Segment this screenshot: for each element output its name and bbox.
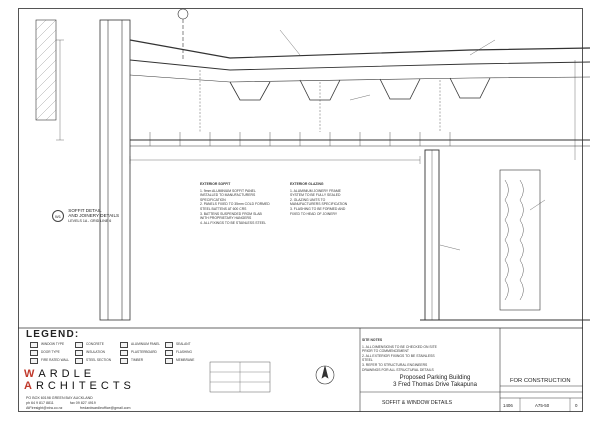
soffit-note-2: 2. PANELS FIXED TO 35mm COLD FORMED STEE…	[200, 202, 270, 211]
firm-initial-w: W	[24, 368, 39, 380]
legend-symbol	[120, 358, 128, 364]
legend-item: WINDOW TYPE	[30, 342, 64, 348]
legend-symbol	[75, 342, 83, 348]
legend-label: FLASHING	[176, 350, 192, 354]
soffit-detail-title: W1 SOFFIT DETAIL AND JOINERY DETAILS LEV…	[52, 208, 119, 224]
site-note-3: 3. REFER TO STRUCTURAL ENGINEERS DRAWING…	[362, 362, 434, 372]
detail-title-line3: LEVELS 1A - GRID LINE 6	[68, 218, 112, 223]
legend-item: FLASHING	[165, 350, 192, 356]
legend-label: WINDOW TYPE	[41, 342, 65, 346]
firm-name-rest: ARDLE	[38, 368, 96, 380]
legend-symbol	[165, 358, 173, 364]
legend-label: INSULATION	[86, 350, 105, 354]
glazing-note-1: 1. ALUMINIUM JOINERY FRAME SYSTEM TO BE …	[290, 188, 341, 198]
firm-address: PO BOX 60198 GREEN BAY AUCKLAND	[26, 396, 93, 400]
soffit-notes: EXTERIOR SOFFIT 1. 9mm ALUMINIUM SOFFIT …	[200, 182, 270, 225]
firm-phone: ph 64 9 817 8811	[26, 401, 54, 405]
legend-symbol	[120, 350, 128, 356]
legend-label: CONCRETE	[86, 342, 104, 346]
job-number: 1406	[503, 403, 513, 408]
sheet-title: SOFFIT & WINDOW DETAILS	[382, 400, 453, 406]
legend-item: CONCRETE	[75, 342, 104, 348]
firm-name-line2: ARCHITECTS	[24, 380, 135, 392]
legend-label: SEALANT	[176, 342, 191, 346]
project-line2: 3 Fred Thomas Drive Takapuna	[393, 382, 477, 388]
detail-title-line2: AND JOINERY DETAILS	[68, 213, 120, 219]
legend-label: TIMBER	[131, 358, 144, 362]
detail-marker: W1	[52, 210, 64, 223]
soffit-note-4: 4. ALL FIXINGS TO BE STAINLESS STEEL	[200, 220, 267, 225]
legend-item: SEALANT	[165, 342, 191, 348]
firm-email: AtFiresight@xtra.co.nz	[26, 406, 63, 410]
legend-label: STEEL SECTION	[86, 358, 112, 362]
legend-title: LEGEND:	[26, 329, 80, 340]
legend-item: DOOR TYPE	[30, 350, 60, 356]
legend-item: INSULATION	[75, 350, 105, 356]
legend-label: DOOR TYPE	[41, 350, 60, 354]
firm-email-2: fredardwardleoffice@gmail.com	[80, 406, 131, 410]
project-title: Proposed Parking Building 3 Fred Thomas …	[380, 375, 490, 389]
glazing-notes-heading: EXTERIOR GLAZING	[290, 182, 324, 186]
legend-symbol	[165, 342, 173, 348]
sheet-border	[18, 8, 583, 412]
glazing-note-2: 2. GLAZING UNITS TO MANUFACTURERS SPECIF…	[290, 197, 348, 207]
sheet-number: A75-50	[535, 403, 550, 408]
legend-symbol	[30, 358, 38, 364]
legend-label: FIRE RATED WALL	[41, 358, 70, 362]
site-note-1: 1. ALL DIMENSIONS TO BE CHECKED ON SITE …	[362, 344, 437, 354]
legend-symbol	[30, 350, 38, 356]
firm-logo: WARDLE ARCHITECTS	[24, 368, 135, 392]
legend-item: ALUMINIUM PANEL	[120, 342, 160, 348]
legend-item: TIMBER	[120, 358, 143, 364]
legend-label: MEMBRANE	[176, 358, 195, 362]
legend-symbol	[30, 342, 38, 348]
detail-title-line1: SOFFIT DETAIL	[68, 208, 102, 213]
drawing-status: FOR CONSTRUCTION	[510, 378, 571, 384]
glazing-notes: EXTERIOR GLAZING 1. ALUMINIUM JOINERY FR…	[290, 182, 352, 216]
revision-number: 0	[575, 403, 578, 408]
legend-item: MEMBRANE	[165, 358, 194, 364]
legend-symbol	[75, 350, 83, 356]
firm-name-line1: WARDLE	[24, 368, 135, 380]
site-notes-heading: SITE NOTES	[362, 338, 383, 342]
legend-symbol	[165, 350, 173, 356]
site-notes: SITE NOTES 1. ALL DIMENSIONS TO BE CHECK…	[362, 338, 442, 372]
site-note-2: 2. ALL EXTERIOR FIXINGS TO BE STAINLESS …	[362, 353, 435, 363]
firm-name-rest-2: RCHITECTS	[35, 380, 135, 392]
legend-item: STEEL SECTION	[75, 358, 111, 364]
legend-item: FIRE RATED WALL	[30, 358, 69, 364]
legend-symbol	[75, 358, 83, 364]
legend-label: PLASTERBOARD	[131, 350, 157, 354]
firm-initial-a: A	[24, 380, 36, 392]
soffit-notes-heading: EXTERIOR SOFFIT	[200, 182, 231, 186]
firm-fax: fax 09 827 4919	[70, 401, 96, 405]
glazing-note-3: 3. FLASHING TO BE FORMED AND FIXED TO HE…	[290, 206, 346, 216]
soffit-note-1: 1. 9mm ALUMINIUM SOFFIT PANEL INSTALLED …	[200, 188, 256, 202]
legend-label: ALUMINIUM PANEL	[131, 342, 160, 346]
project-line1: Proposed Parking Building	[399, 375, 471, 381]
legend-symbol	[120, 342, 128, 348]
legend-item: PLASTERBOARD	[120, 350, 157, 356]
soffit-note-3: 3. BATTENS SUSPENDED FROM SLAB WITH PROP…	[200, 211, 262, 221]
